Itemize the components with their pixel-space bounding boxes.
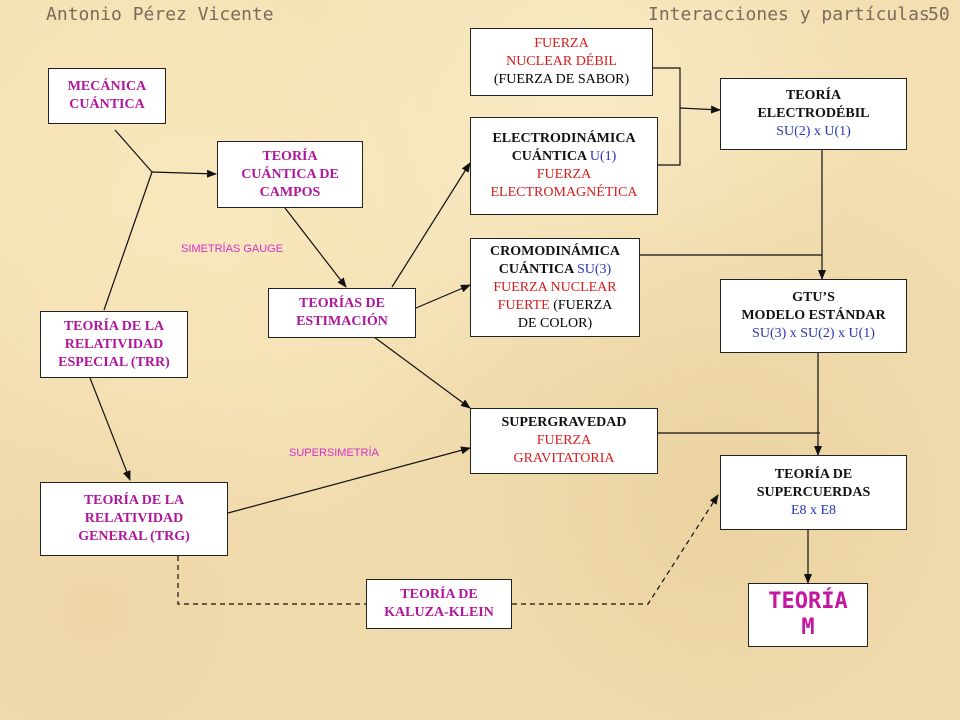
node-fuerza-nuclear-debil: FUERZA NUCLEAR DÉBIL (FUERZA DE SABOR) (470, 28, 653, 96)
author-header: Antonio Pérez Vicente (46, 4, 274, 25)
edge-debil-join (653, 67, 681, 108)
page-number: 50 (928, 4, 950, 25)
node-label: (FUERZA DE SABOR) (493, 72, 630, 87)
edge-estimacion-qcd (415, 284, 471, 309)
node-teoria-m: TEORÍA M (748, 583, 868, 647)
edge-mecanica-junction (114, 129, 153, 173)
node-label: M (801, 615, 815, 640)
node-label: GTU’S (792, 290, 835, 305)
node-gtus-modelo-estandar: GTU’S MODELO ESTÁNDAR SU(3) x SU(2) x U(… (720, 279, 907, 353)
node-label: TEORÍA DE (400, 587, 478, 602)
node-group-label: SU(3) (576, 261, 612, 277)
node-label-row: CUÁNTICA SU(3) (499, 261, 611, 279)
node-label: ESPECIAL (TRR) (58, 354, 170, 370)
node-label: RELATIVIDAD (64, 336, 164, 352)
node-group-label: E8 x E8 (790, 502, 837, 518)
node-label: FUERZA (536, 433, 592, 448)
node-group-label: SU(2) x U(1) (776, 124, 851, 139)
edge-qed-join (658, 108, 681, 166)
node-teoria-supercuerdas: TEORÍA DE SUPERCUERDAS E8 x E8 (720, 455, 907, 530)
node-label: CUÁNTICA (498, 261, 577, 277)
node-label: GENERAL (TRG) (78, 529, 190, 544)
node-label: TEORÍA (768, 589, 848, 614)
edge-join-electrodebil (679, 105, 721, 114)
node-label: FUERZA NUCLEAR (493, 279, 617, 295)
edge-trr-trg (89, 377, 131, 481)
node-mecanica-cuantica: MECÁNICA CUÁNTICA (48, 68, 166, 124)
node-label-row: FUERTE (FUERZA (498, 297, 613, 315)
node-relatividad-especial: TEORÍA DE LA RELATIVIDAD ESPECIAL (TRR) (40, 311, 188, 378)
node-label: CROMODINÁMICA (490, 243, 620, 259)
node-label: ELECTRODÉBIL (757, 106, 870, 121)
node-label: ESTIMACIÓN (296, 314, 388, 329)
node-label: TEORÍA (262, 148, 318, 164)
edge-tcc-estimacion (284, 207, 347, 288)
node-group-label: U(1) (589, 149, 617, 164)
node-label-row: CUÁNTICA U(1) (512, 148, 617, 166)
node-cromodinamica-cuantica: CROMODINÁMICA CUÁNTICA SU(3) FUERZA NUCL… (470, 238, 640, 337)
edge-estimacion-sugra (373, 336, 471, 409)
edge-trr-junction (103, 171, 153, 311)
node-label: (FUERZA (553, 297, 613, 313)
node-label: TEORÍA (785, 88, 842, 103)
node-label: FUERZA (536, 167, 592, 182)
node-label: ELECTROMAGNÉTICA (490, 185, 638, 200)
node-label: TEORÍA DE (774, 466, 853, 482)
edge-trg-kaluza-dashed (177, 556, 366, 605)
node-label: RELATIVIDAD (84, 511, 184, 526)
edge-trg-sugra (227, 446, 471, 514)
node-label: FUERTE (497, 297, 554, 313)
node-label: FUERZA (534, 36, 589, 51)
edge-estimacion-qed (391, 162, 471, 288)
node-supergravedad: SUPERGRAVEDAD FUERZA GRAVITATORIA (470, 408, 658, 474)
node-label: SUPERGRAVEDAD (501, 415, 627, 430)
node-label: MODELO ESTÁNDAR (741, 308, 886, 323)
node-electrodinamica-cuantica: ELECTRODINÁMICA CUÁNTICA U(1) FUERZA ELE… (470, 117, 658, 215)
node-label: CUÁNTICA DE (241, 166, 339, 182)
node-teorias-estimacion: TEORÍAS DE ESTIMACIÓN (268, 288, 416, 338)
node-label: CUÁNTICA (69, 97, 145, 112)
supersimetria-label: SUPERSIMETRÍA (289, 447, 379, 459)
node-teoria-electrodebil: TEORÍA ELECTRODÉBIL SU(2) x U(1) (720, 78, 907, 150)
node-teoria-cuantica-campos: TEORÍA CUÁNTICA DE CAMPOS (217, 141, 363, 208)
node-label: MECÁNICA (67, 79, 147, 94)
node-label: DE COLOR) (517, 315, 593, 331)
node-label: TEORÍA DE LA (83, 493, 185, 508)
node-label: NUCLEAR DÉBIL (506, 54, 617, 69)
edge-junction-tcc (151, 169, 217, 178)
node-label: KALUZA-KLEIN (384, 605, 494, 620)
node-group-label: SU(3) x SU(2) x U(1) (752, 326, 875, 341)
node-relatividad-general: TEORÍA DE LA RELATIVIDAD GENERAL (TRG) (40, 482, 228, 556)
node-label: ELECTRODINÁMICA (492, 131, 636, 146)
node-kaluza-klein: TEORÍA DE KALUZA-KLEIN (366, 579, 512, 629)
node-label: TEORÍA DE LA (63, 318, 165, 334)
node-label: CAMPOS (259, 184, 321, 200)
edge-kaluza-supercuerdas-dashed (512, 494, 719, 605)
node-label: TEORÍAS DE (299, 296, 385, 311)
node-label: CUÁNTICA (511, 149, 590, 164)
title-header: Interacciones y partículas (648, 4, 930, 25)
node-label: GRAVITATORIA (513, 451, 615, 466)
simetrias-gauge-label: SIMETRÍAS GAUGE (181, 243, 284, 255)
node-label: SUPERCUERDAS (756, 484, 871, 500)
